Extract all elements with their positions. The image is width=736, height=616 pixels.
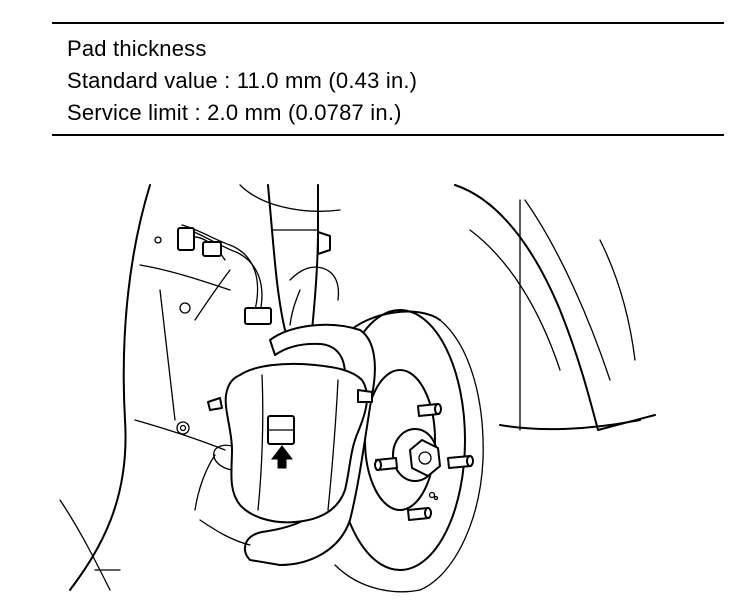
wheel-stud — [407, 507, 432, 521]
wheel-stud — [417, 403, 442, 417]
spec-heading: Pad thickness — [67, 36, 207, 61]
pad-thickness-spec-box: Pad thickness Standard value : 11.0 mm (… — [52, 22, 724, 136]
caliper-bracket — [243, 323, 376, 566]
wheel-stud — [447, 455, 474, 469]
wheel-stud — [374, 457, 398, 471]
hub-assembly — [374, 403, 474, 521]
brake-caliper-illustration — [0, 170, 736, 616]
brake-caliper — [207, 362, 373, 524]
standard-value: Standard value : 11.0 mm (0.43 in.) — [67, 68, 418, 93]
service-limit: Service limit : 2.0 mm (0.0787 in.) — [67, 100, 402, 125]
strut — [239, 184, 341, 331]
lower-linkage — [94, 454, 251, 571]
abs-sensor-wire — [177, 224, 340, 326]
up-arrow-icon — [270, 445, 294, 469]
fender-outline — [454, 184, 656, 431]
